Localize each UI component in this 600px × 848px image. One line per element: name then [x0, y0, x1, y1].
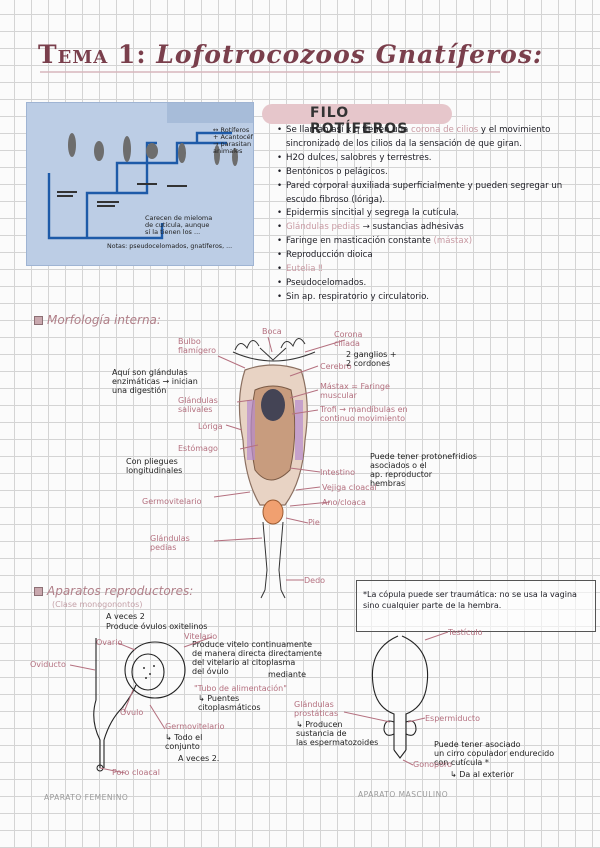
footer-female: APARATO FEMENINO [44, 793, 128, 802]
footer-male: APARATO MASCULINO [358, 790, 448, 799]
